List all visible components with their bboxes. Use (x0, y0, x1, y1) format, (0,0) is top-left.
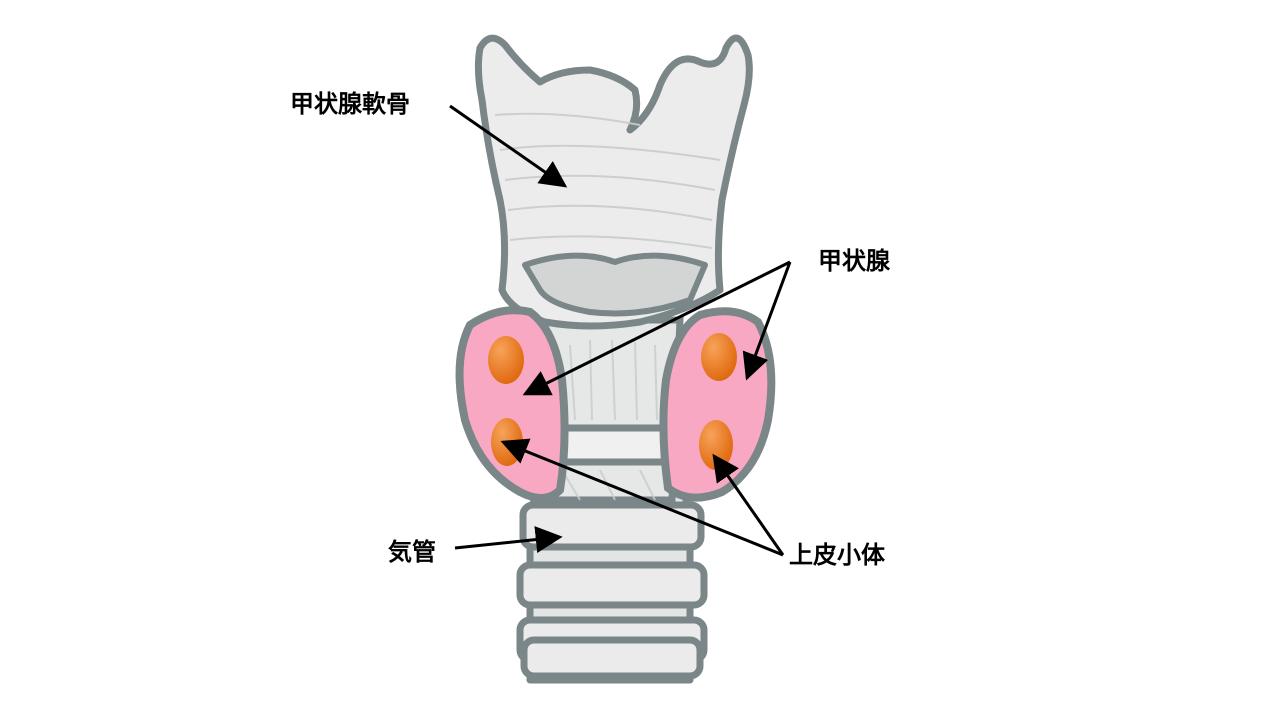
label-thyroid-gland: 甲状腺 (818, 247, 890, 275)
label-thyroid-cartilage: 甲状腺軟骨 (290, 90, 410, 118)
trachea-ring (519, 501, 705, 551)
parathyroid-upper-right (701, 333, 737, 381)
thyroid-left-lobe (455, 306, 569, 502)
arrow-thyroid-cartilage (449, 104, 568, 188)
parathyroid-lower-right (699, 420, 733, 470)
arrow-parathyroid-left (500, 438, 784, 557)
label-parathyroid: 上皮小体 (789, 541, 885, 569)
trachea-ring (520, 636, 704, 680)
trachea-ring (516, 561, 708, 609)
parathyroid-upper-left (488, 336, 524, 384)
label-trachea: 気管 (388, 538, 436, 566)
arrow-parathyroid-right (712, 453, 785, 556)
arrow-thyroid-right (742, 261, 792, 381)
leader-arrows (449, 104, 792, 557)
thyroid-gland (455, 306, 776, 502)
arrow-trachea (454, 526, 563, 553)
trachea (516, 466, 708, 684)
arrow-thyroid-left (522, 260, 791, 396)
thyroid-cartilage (474, 34, 753, 330)
